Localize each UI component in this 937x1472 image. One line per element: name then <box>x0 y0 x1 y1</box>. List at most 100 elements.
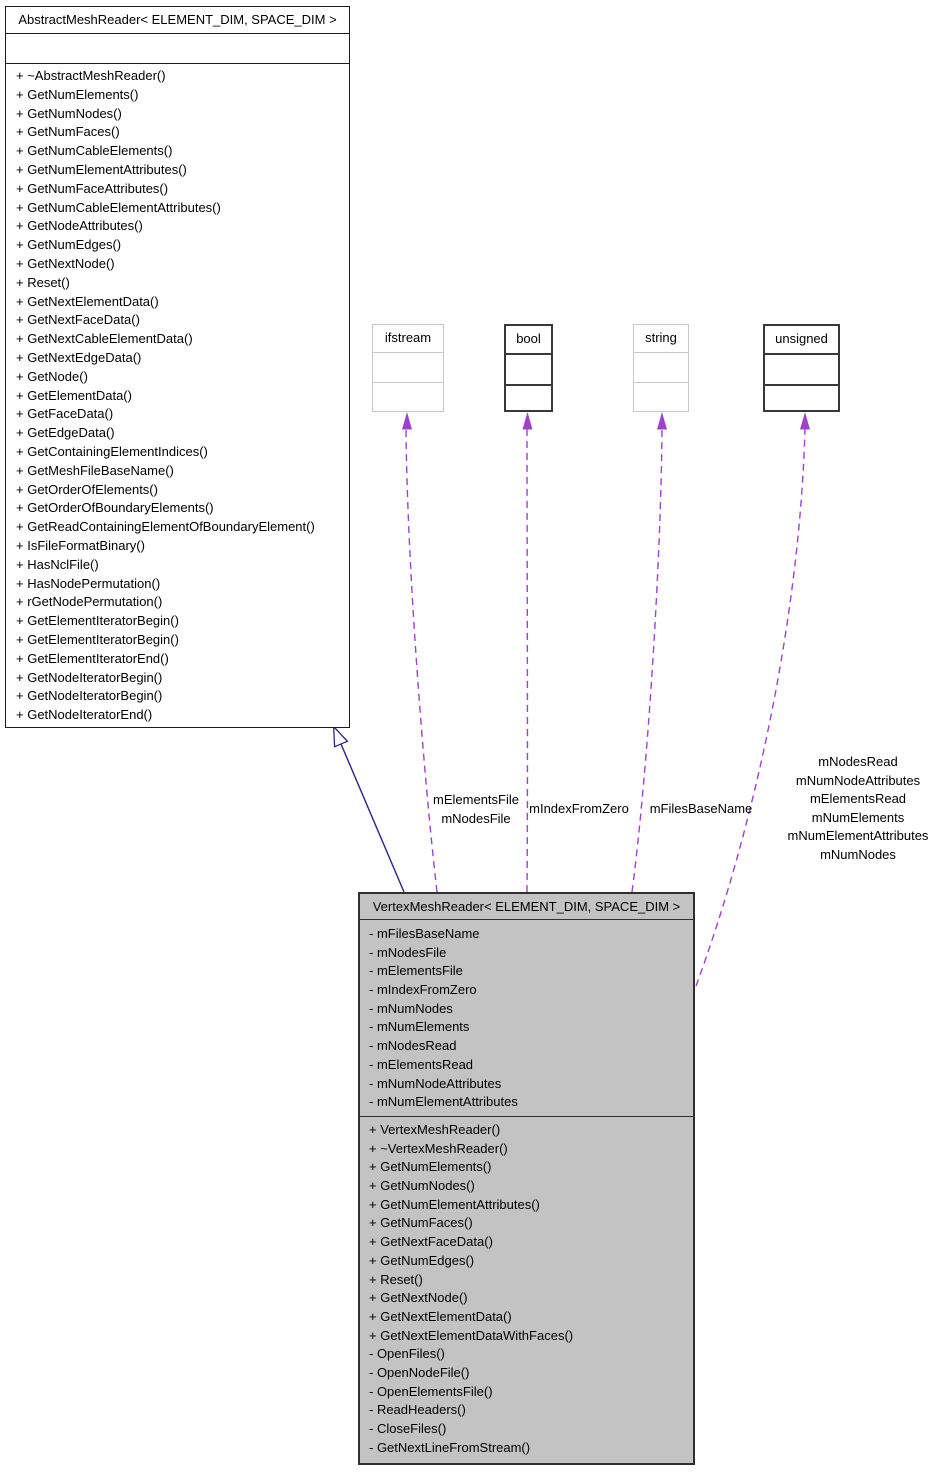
edge-label-line: mNumElements <box>811 809 905 825</box>
type-title: string <box>634 325 688 353</box>
class-title: VertexMeshReader< ELEMENT_DIM, SPACE_DIM… <box>360 894 693 920</box>
method-row: + GetNodeIteratorBegin() <box>16 669 163 685</box>
edge-label-ifstream: mElementsFile mNodesFile <box>420 791 532 828</box>
edge-label-line: mNodesRead <box>818 754 898 769</box>
method-row: + GetFaceData() <box>16 406 114 422</box>
method-row: - OpenNodeFile() <box>369 1364 470 1380</box>
method-row: + Reset() <box>369 1271 423 1287</box>
attribute-row: - mNumNodes <box>369 1000 453 1016</box>
attribute-row: - mIndexFromZero <box>369 982 477 998</box>
attribute-row: - mFilesBaseName <box>369 926 480 941</box>
usage-arrowhead-unsigned <box>800 412 810 430</box>
empty-compartment <box>506 355 551 386</box>
method-row: + GetNodeIteratorEnd() <box>16 707 153 723</box>
edge-label-line: mNumNodeAttributes <box>795 772 921 788</box>
empty-compartment <box>373 383 443 411</box>
method-row: + GetNextEdgeData() <box>16 349 142 365</box>
method-row: + GetNumElements() <box>369 1159 492 1175</box>
method-row: - CloseFiles() <box>369 1421 447 1436</box>
method-row: + GetNumElements() <box>16 86 139 102</box>
usage-edge-unsigned <box>695 428 806 987</box>
edge-label-line: mNumNodes <box>820 846 896 862</box>
method-row: + GetElementIteratorBegin() <box>16 613 179 629</box>
method-row: + GetNextElementData() <box>369 1308 512 1324</box>
method-row: + GetNextNode() <box>369 1290 468 1306</box>
method-row: + GetNumEdges() <box>369 1252 475 1268</box>
method-row: - ReadHeaders() <box>369 1402 466 1418</box>
type-title: bool <box>506 326 551 355</box>
type-title: unsigned <box>765 326 838 355</box>
method-row: + GetNumNodes() <box>369 1178 475 1194</box>
method-row: + Reset() <box>16 274 70 290</box>
method-row: + GetNumFaces() <box>369 1215 473 1231</box>
attribute-row: - mNumElements <box>369 1019 470 1035</box>
attribute-row: - mNodesRead <box>369 1038 457 1054</box>
type-box-string: string <box>633 324 689 412</box>
method-row: + GetNodeIteratorBegin() <box>16 688 163 704</box>
usage-edge-string <box>631 428 663 893</box>
attribute-row: - mElementsFile <box>369 963 463 979</box>
edge-label-line: mElementsFile <box>433 792 519 807</box>
attribute-row: - mNumNodeAttributes <box>369 1075 502 1091</box>
method-row: + GetNumCableElements() <box>16 143 173 159</box>
method-row: + HasNodePermutation() <box>16 575 161 591</box>
method-row: + GetElementIteratorEnd() <box>16 650 169 666</box>
attribute-row: - mElementsRead <box>369 1056 474 1072</box>
method-row: - OpenElementsFile() <box>369 1383 493 1399</box>
method-row: + GetNextElementData() <box>16 293 159 309</box>
class-box-abstract-mesh-reader: AbstractMeshReader< ELEMENT_DIM, SPACE_D… <box>5 6 350 728</box>
usage-arrowhead-bool <box>522 412 533 430</box>
method-row: + GetContainingElementIndices() <box>16 443 208 459</box>
class-title: AbstractMeshReader< ELEMENT_DIM, SPACE_D… <box>6 7 349 34</box>
method-row: + GetNumEdges() <box>16 237 122 253</box>
method-row: + ~AbstractMeshReader() <box>16 68 166 83</box>
method-row: + GetNumElementAttributes() <box>16 161 187 177</box>
method-row: + GetNextFaceData() <box>16 312 140 328</box>
empty-compartment <box>634 353 688 383</box>
edge-label-line: mIndexFromZero <box>529 801 629 816</box>
edge-label-unsigned: mNodesRead mNumNodeAttributes mElementsRea… <box>779 753 937 865</box>
method-row: + GetOrderOfBoundaryElements() <box>16 500 214 516</box>
method-row: - GetNextLineFromStream() <box>369 1439 531 1455</box>
method-row: + GetNextCableElementData() <box>16 331 193 347</box>
method-row: + GetNumFaceAttributes() <box>16 180 169 196</box>
methods-compartment: + VertexMeshReader()+ ~VertexMeshReader(… <box>360 1117 693 1463</box>
method-row: - OpenFiles() <box>369 1346 445 1362</box>
methods-compartment: + ~AbstractMeshReader() + GetNumElements(… <box>6 64 349 727</box>
empty-compartment <box>765 386 838 410</box>
edge-label-string: mFilesBaseName <box>645 800 757 819</box>
method-row: + GetNumNodes() <box>16 105 122 121</box>
usage-edge-ifstream <box>405 428 438 893</box>
method-row: + rGetNodePermutation() <box>16 594 163 610</box>
empty-compartment <box>765 355 838 386</box>
inheritance-edge <box>340 743 405 893</box>
method-row: + GetNode() <box>16 368 88 384</box>
edge-label-line: mNumElementAttributes <box>787 828 929 844</box>
usage-arrowhead-string <box>657 412 667 430</box>
method-row: + GetNextElementDataWithFaces() <box>369 1327 574 1343</box>
method-row: + VertexMeshReader() <box>369 1122 501 1137</box>
attribute-row: - mNodesFile <box>369 944 447 960</box>
method-row: + GetNumFaces() <box>16 124 120 140</box>
method-row: + GetElementIteratorBegin() <box>16 631 179 647</box>
method-row: + HasNclFile() <box>16 556 99 572</box>
method-row: + GetEdgeData() <box>16 425 115 441</box>
usage-arrowhead-ifstream <box>402 412 412 430</box>
edge-label-line: mElementsRead <box>809 791 907 807</box>
class-box-vertex-mesh-reader: VertexMeshReader< ELEMENT_DIM, SPACE_DIM… <box>358 892 695 1465</box>
type-box-ifstream: ifstream <box>372 324 444 412</box>
method-row: + GetNextNode() <box>16 255 115 271</box>
method-row: + GetNodeAttributes() <box>16 218 143 234</box>
method-row: + GetNextFaceData() <box>369 1234 493 1250</box>
edge-label-line: mNodesFile <box>441 810 511 826</box>
attributes-compartment <box>6 34 349 64</box>
empty-compartment <box>634 383 688 411</box>
empty-compartment <box>506 386 551 410</box>
empty-compartment <box>373 353 443 383</box>
edge-label-bool: mIndexFromZero <box>523 800 635 819</box>
method-row: + IsFileFormatBinary() <box>16 537 145 553</box>
method-row: + GetMeshFileBaseName() <box>16 462 174 478</box>
method-row: + GetReadContainingElementOfBoundaryElem… <box>16 519 315 535</box>
